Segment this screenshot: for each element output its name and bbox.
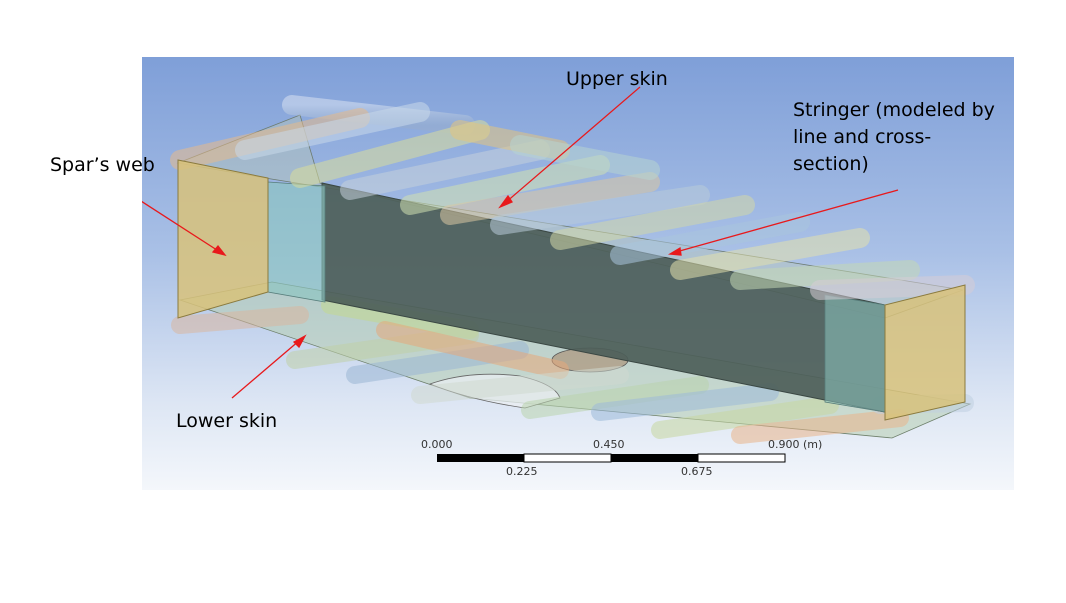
end-face-inner: [267, 181, 326, 303]
spar-web-rear: [884, 284, 966, 421]
arrow-stringer: [675, 189, 899, 253]
callout-arrows: [142, 86, 899, 399]
3d-viewport[interactable]: [142, 57, 1014, 490]
label-stringer: Stringer (modeled by line and cross-sect…: [793, 99, 995, 175]
scale-tick-1: 0.225: [506, 465, 538, 478]
scale-bar: [437, 453, 786, 463]
label-upper-skin: Upper skin: [566, 68, 668, 90]
lower-stringers: [171, 296, 974, 444]
scale-tick-0: 0.000: [421, 438, 453, 451]
scale-tick-4: 0.900 (m): [768, 438, 823, 451]
label-lower-skin: Lower skin: [176, 410, 278, 432]
end-face-far: [824, 294, 886, 413]
upper-stringers: [170, 95, 975, 300]
wingbox-model: [142, 86, 975, 444]
arrow-spar-web: [142, 200, 221, 253]
spar-web-front: [177, 159, 269, 319]
arrow-lower-skin: [231, 339, 301, 399]
arrow-upper-skin: [504, 86, 641, 204]
label-spar-web: Spar’s web: [50, 154, 155, 176]
scale-tick-3: 0.675: [681, 465, 713, 478]
scale-tick-2: 0.450: [593, 438, 625, 451]
